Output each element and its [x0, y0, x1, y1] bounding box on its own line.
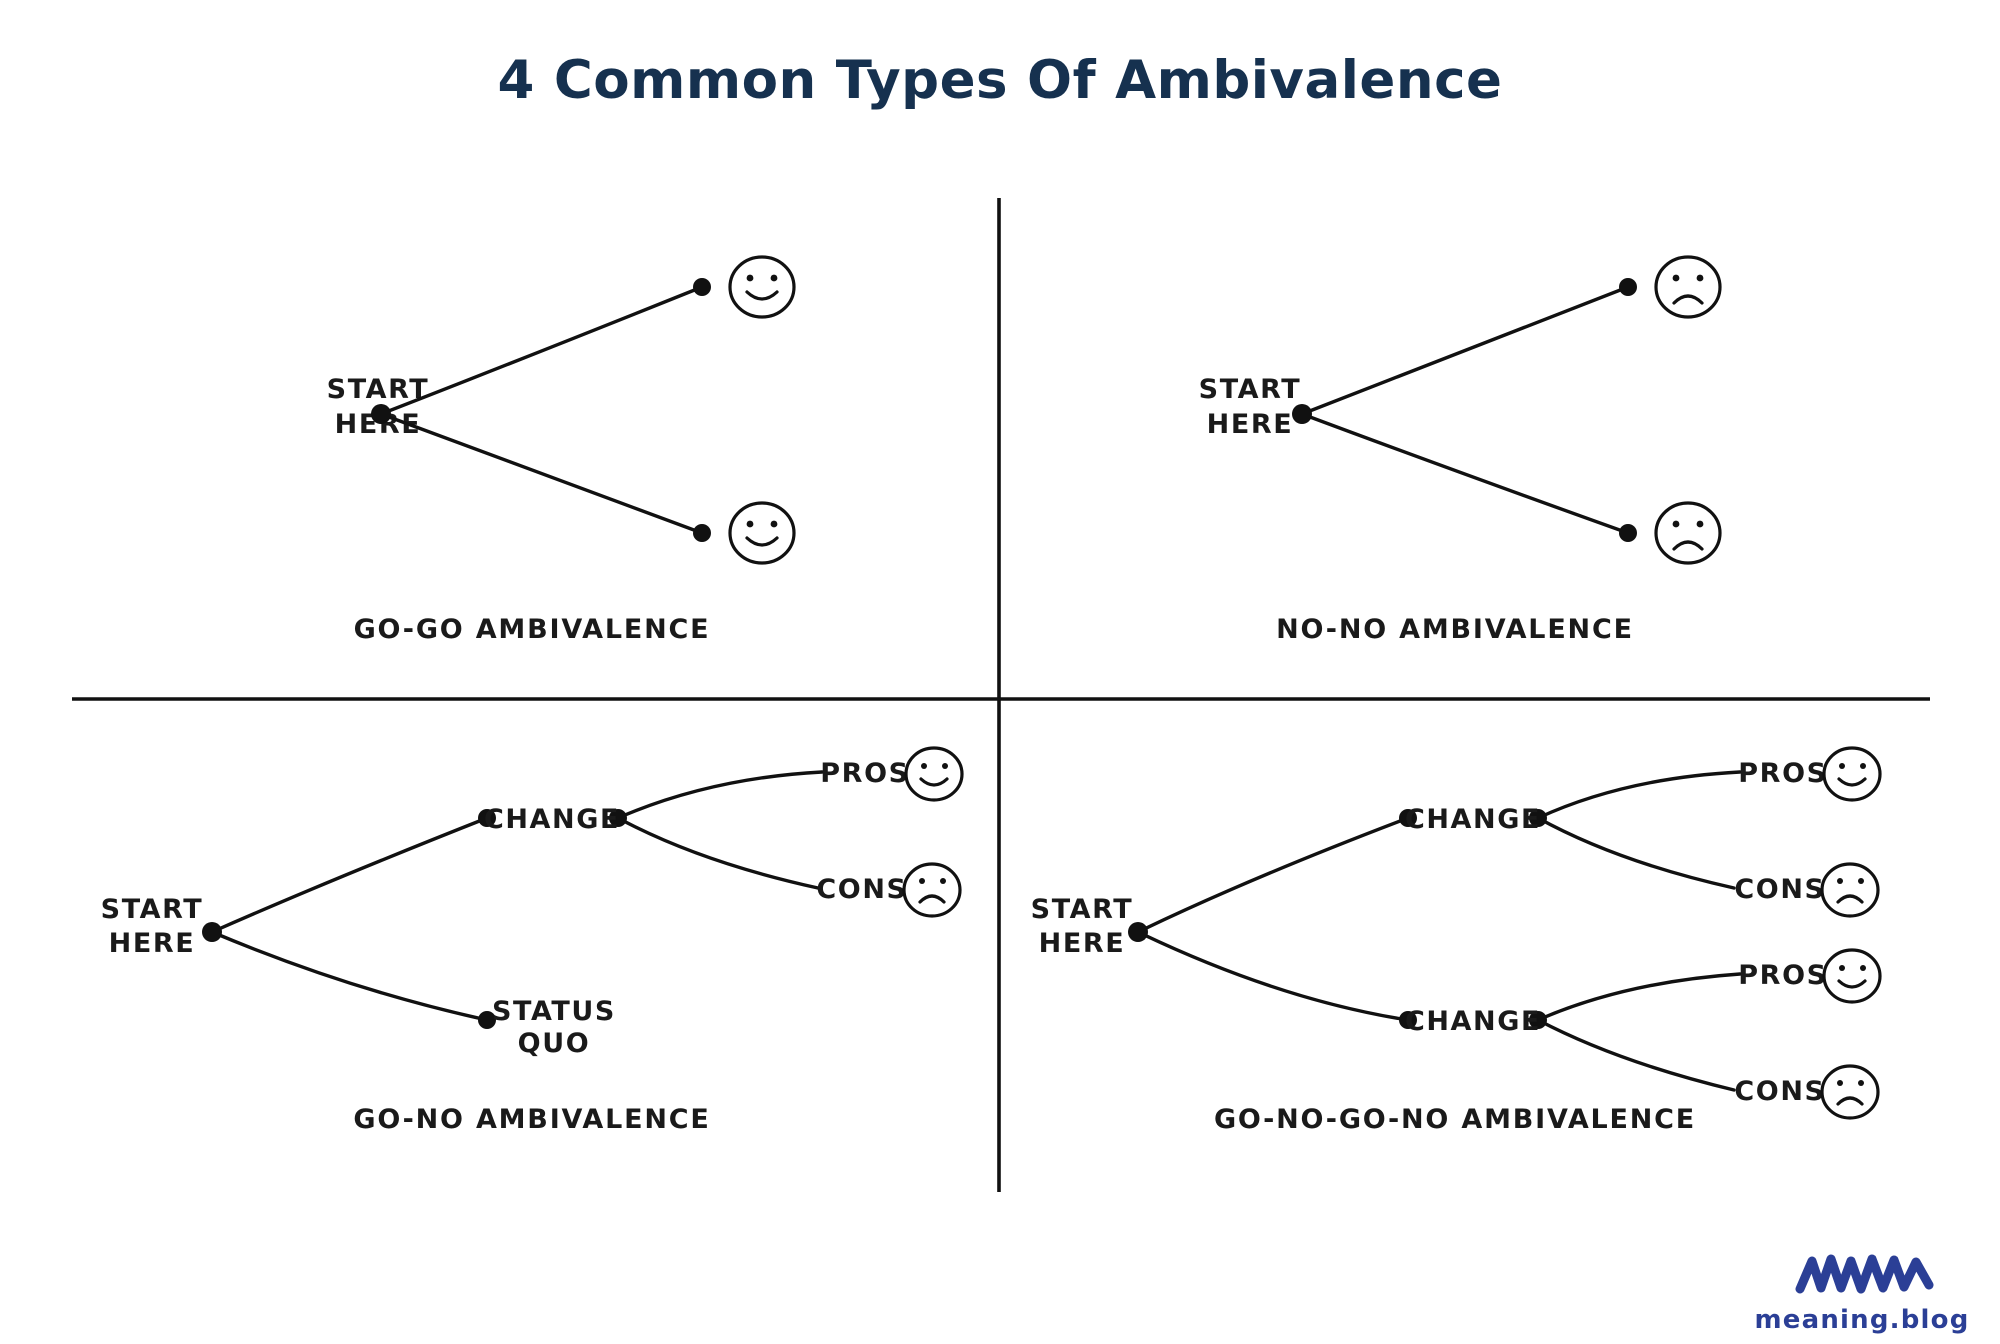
happy-face-icon: [904, 746, 964, 802]
quadrant-go-go: START HERE GO-GO AMBI: [327, 255, 796, 645]
quadrant-caption-go-go: GO-GO AMBIVALENCE: [354, 614, 711, 645]
happy-face-icon: [728, 501, 796, 565]
go-no-go-no-start-node[interactable]: [1128, 922, 1148, 942]
logo-wordmark: meaning.blog: [1754, 1305, 1969, 1335]
go-go-start-node[interactable]: [371, 404, 391, 424]
go-no-go-no-start-label-line2: HERE: [1039, 928, 1126, 959]
go-no-go-no-lower-cons-label: CONS: [1734, 1076, 1825, 1107]
quadrant-caption-no-no: NO-NO AMBIVALENCE: [1276, 614, 1634, 645]
sad-face-icon: [1820, 862, 1880, 918]
go-no-edge-to-cons: [616, 816, 820, 890]
go-no-go-no-edge-upper-cons: [1536, 816, 1736, 890]
sad-face-icon: [902, 862, 962, 918]
go-no-start-label-line1: START: [101, 894, 204, 925]
no-no-node-lower[interactable]: [1619, 524, 1637, 542]
go-no-edge-to-pros: [616, 770, 824, 820]
go-no-go-no-lower-change-node-left[interactable]: [1399, 1011, 1417, 1029]
go-no-status-quo-node[interactable]: [478, 1011, 496, 1029]
go-no-go-no-upper-change-node-left[interactable]: [1399, 809, 1417, 827]
happy-face-icon: [1822, 948, 1882, 1004]
go-no-pros-label: PROS: [820, 758, 909, 789]
go-no-status-quo-label-line2: QUO: [518, 1028, 591, 1059]
quadrant-no-no: START HERE NO-NO AMBIVALENCE: [1199, 255, 1722, 645]
sad-face-icon: [1654, 501, 1722, 565]
squiggle-mark-icon: [1795, 1254, 1934, 1294]
go-no-edge-to-status-quo: [210, 930, 489, 1022]
go-no-go-no-lower-change-label: CHANGE: [1405, 1006, 1541, 1037]
go-no-go-no-edge-lower-pros: [1536, 972, 1742, 1022]
go-no-go-no-upper-change-node-right[interactable]: [1529, 809, 1547, 827]
go-no-go-no-upper-change-label: CHANGE: [1405, 804, 1541, 835]
go-no-go-no-lower-change-node-right[interactable]: [1529, 1011, 1547, 1029]
go-no-go-no-edge-to-upper-change: [1136, 816, 1410, 934]
go-no-go-no-lower-pros-label: PROS: [1738, 960, 1827, 991]
no-no-start-label-line1: START: [1199, 374, 1302, 405]
go-no-start-node[interactable]: [202, 922, 222, 942]
go-no-go-no-edge-lower-cons: [1536, 1018, 1736, 1092]
no-no-start-node[interactable]: [1292, 404, 1312, 424]
go-go-edge-lower: [379, 412, 704, 535]
go-no-go-no-start-label-line1: START: [1031, 894, 1134, 925]
no-no-node-upper[interactable]: [1619, 278, 1637, 296]
go-no-change-node-left[interactable]: [478, 809, 496, 827]
go-no-go-no-upper-cons-label: CONS: [1734, 874, 1825, 905]
go-go-node-upper[interactable]: [693, 278, 711, 296]
quadrant-go-no: START HERE CHANGE STATUS QUO PROS: [101, 746, 964, 1135]
happy-face-icon: [1822, 746, 1882, 802]
page-title: 4 Common Types Of Ambivalence: [497, 50, 1503, 111]
go-no-change-node-right[interactable]: [609, 809, 627, 827]
go-no-edge-to-change: [210, 816, 489, 934]
go-go-edge-upper: [379, 285, 704, 416]
go-no-start-label-line2: HERE: [109, 928, 196, 959]
go-no-go-no-upper-pros-label: PROS: [1738, 758, 1827, 789]
go-go-start-label-line1: START: [327, 374, 430, 405]
go-go-node-lower[interactable]: [693, 524, 711, 542]
quadrant-go-no-go-no: START HERE CHANGE CHANGE PROS: [1031, 746, 1882, 1135]
go-no-change-label: CHANGE: [484, 804, 620, 835]
no-no-edge-upper: [1300, 285, 1630, 416]
go-no-go-no-edge-upper-pros: [1536, 770, 1742, 820]
go-no-go-no-edge-to-lower-change: [1136, 930, 1410, 1022]
quadrant-caption-go-no: GO-NO AMBIVALENCE: [353, 1104, 710, 1135]
sad-face-icon: [1654, 255, 1722, 319]
go-no-cons-label: CONS: [816, 874, 907, 905]
no-no-edge-lower: [1300, 412, 1630, 535]
go-no-status-quo-label-line1: STATUS: [492, 996, 616, 1027]
no-no-start-label-line2: HERE: [1207, 409, 1294, 440]
site-logo[interactable]: meaning.blog: [1754, 1254, 1969, 1335]
sad-face-icon: [1820, 1064, 1880, 1120]
happy-face-icon: [728, 255, 796, 319]
quadrant-caption-go-no-go-no: GO-NO-GO-NO AMBIVALENCE: [1214, 1104, 1696, 1135]
